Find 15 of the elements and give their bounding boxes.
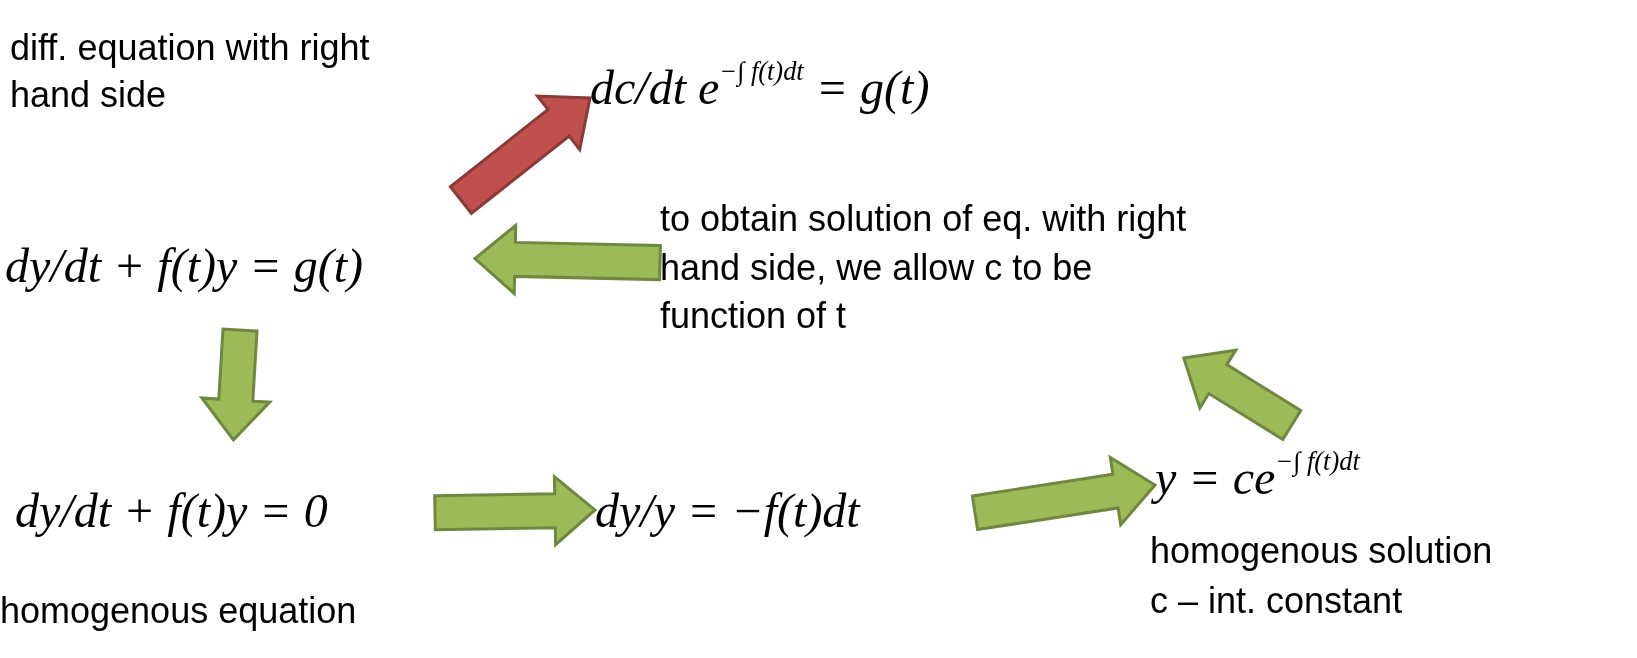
equation: dy/dt + f(t)y = 0 — [15, 482, 328, 538]
block-arrow — [472, 222, 662, 297]
caption-text: diff. equation with right hand side — [10, 26, 371, 117]
block-arrow — [448, 94, 592, 216]
caption-text: c – int. constant — [1150, 579, 1404, 623]
equation: dc/dt e$^{−∫ f(t)dt}$ = g(t) — [590, 55, 930, 115]
equation: dy/dt + f(t)y = g(t) — [5, 237, 363, 293]
block-arrow — [198, 327, 274, 443]
caption-text: homogenous equation — [0, 589, 358, 633]
block-arrow — [970, 454, 1158, 532]
explanation-text: to obtain solution of eq. with right hand side, we allow c to be function of t — [660, 197, 1188, 339]
caption-text: homogenous solution — [1150, 529, 1494, 573]
block-arrow — [433, 473, 598, 548]
block-arrow — [1181, 348, 1303, 442]
equation: dy/y = −f(t)dt — [595, 482, 860, 538]
